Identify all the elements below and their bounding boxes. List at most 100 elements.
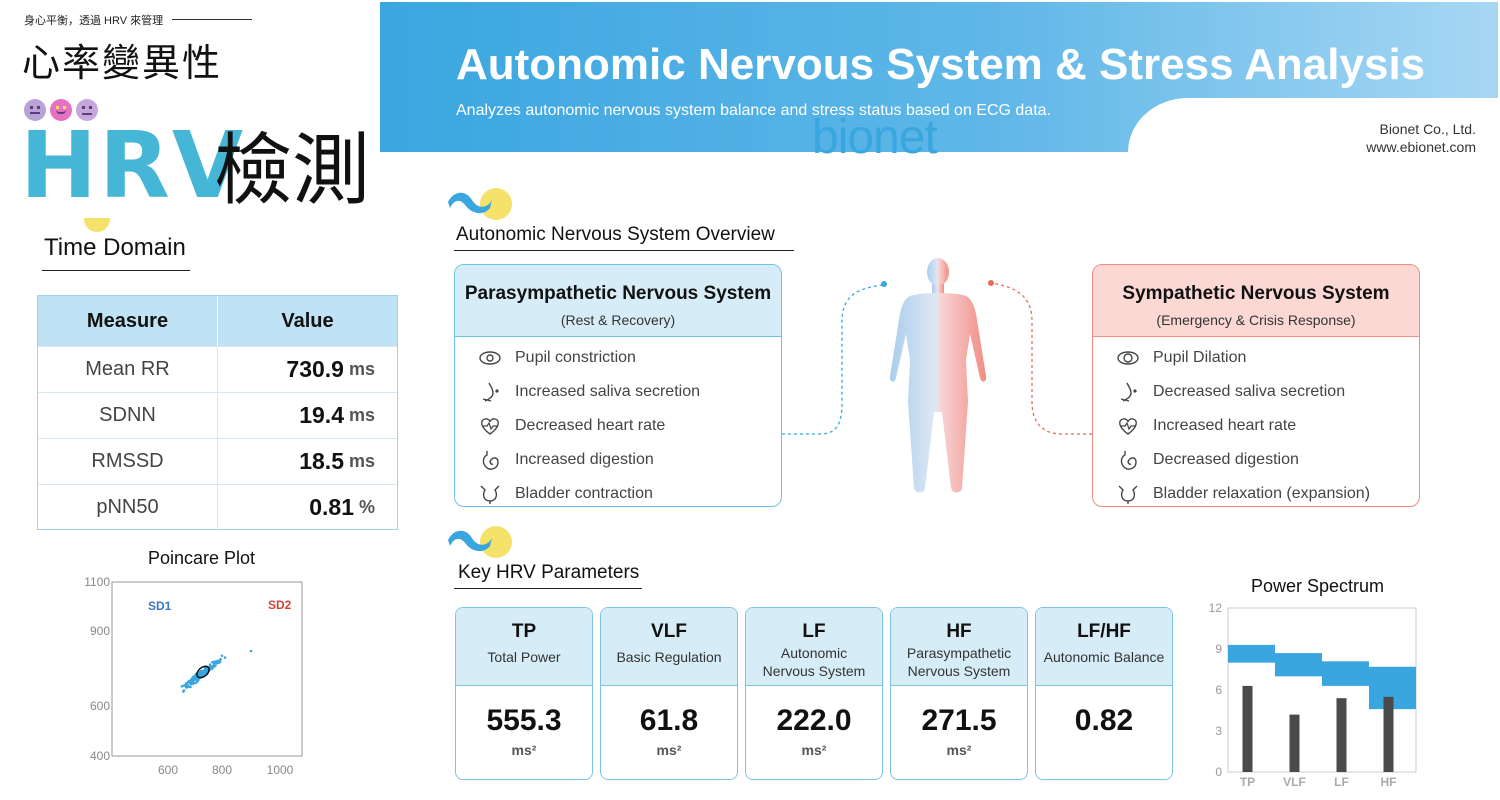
list-item: Increased digestion — [455, 443, 781, 477]
band-segment — [1275, 653, 1322, 677]
company-info: Bionet Co., Ltd. www.ebionet.com — [1366, 120, 1476, 156]
bar-series — [1242, 685, 1394, 772]
parasympathetic-box: Parasympathetic Nervous System (Rest & R… — [454, 264, 782, 507]
x-tick-label: VLF — [1283, 775, 1306, 789]
bladder-icon — [477, 483, 503, 505]
cjk-title: 心率變異性 — [22, 41, 223, 85]
scatter-point — [182, 689, 186, 692]
happy-face-icon — [50, 99, 72, 121]
param-unit: ms² — [946, 742, 972, 758]
scatter-point — [189, 682, 193, 686]
scatter-point — [217, 661, 220, 665]
list-item: Increased heart rate — [1093, 409, 1419, 443]
scatter-point — [214, 660, 218, 664]
page-title: Autonomic Nervous System & Stress Analys… — [456, 40, 1426, 89]
list-item: Decreased saliva secretion — [1093, 375, 1419, 409]
param-desc: Autonomic Balance — [1043, 649, 1165, 665]
list-item: Bladder contraction — [455, 477, 781, 506]
list-item: Pupil constriction — [455, 341, 781, 375]
sympathetic-list: Pupil Dilation Decreased saliva secretio… — [1093, 337, 1419, 506]
scatter-point — [209, 664, 212, 668]
param-name: VLF — [651, 621, 687, 642]
scatter-point — [218, 659, 221, 662]
time-domain-underline — [42, 270, 190, 271]
bionet-logo: bionet — [812, 110, 938, 165]
page-subtitle: Analyzes autonomic nervous system balanc… — [456, 102, 1051, 119]
stomach-icon — [1115, 449, 1141, 471]
y-tick: 900 — [90, 624, 110, 638]
measure-cell: RMSSD — [38, 439, 218, 484]
list-item: Increased saliva secretion — [455, 375, 781, 409]
y-tick: 600 — [90, 699, 110, 713]
company-website: www.ebionet.com — [1366, 139, 1476, 155]
company-name: Bionet Co., Ltd. — [1379, 121, 1476, 137]
param-card-header: TP Total Power — [456, 608, 592, 686]
param-card-vlf: VLF Basic Regulation 61.8 ms² — [600, 607, 738, 780]
sympathetic-subtitle: (Emergency & Crisis Response) — [1156, 312, 1356, 328]
param-value: 222.0 — [776, 704, 852, 737]
mood-faces — [24, 99, 98, 121]
scatter-point — [194, 681, 198, 685]
list-item: Decreased digestion — [1093, 443, 1419, 477]
parasympathetic-list: Pupil constriction Increased saliva secr… — [455, 337, 781, 506]
spectrum-bar — [1336, 698, 1347, 772]
param-value: 0.82 — [1074, 704, 1134, 737]
y-tick: 400 — [90, 749, 110, 763]
kicker-text: 身心平衡，透過 HRV 來管理 — [24, 15, 164, 27]
kicker-divider — [172, 19, 252, 20]
eye-icon — [1115, 347, 1141, 369]
sd2-label: SD2 — [268, 598, 292, 612]
param-unit: ms² — [801, 742, 827, 758]
param-name: HF — [946, 621, 972, 642]
spectrum-bar — [1242, 685, 1253, 772]
overview-title: Autonomic Nervous System Overview — [456, 224, 775, 245]
parasympathetic-subtitle: (Rest & Recovery) — [560, 312, 676, 328]
symp-connector-dot — [988, 280, 994, 286]
hrv-wordmark: HRV — [20, 112, 246, 219]
scatter-point — [201, 669, 205, 672]
sd1-label: SD1 — [148, 599, 172, 613]
saliva-icon — [477, 381, 503, 403]
param-value: 61.8 — [639, 704, 699, 737]
scatter-point — [186, 683, 189, 687]
sympathetic-title: Sympathetic Nervous System — [1122, 283, 1390, 304]
table-row: pNN50 0.81% — [38, 484, 397, 530]
measure-cell: Mean RR — [38, 347, 218, 392]
para-connector — [782, 284, 885, 435]
param-card-tp: TP Total Power 555.3 ms² — [455, 607, 593, 780]
spectrum-bar — [1289, 714, 1300, 772]
x-tick-label: HF — [1381, 775, 1397, 789]
body-silhouette — [889, 258, 987, 493]
param-desc: Total Power — [487, 649, 561, 665]
sympathetic-box: Sympathetic Nervous System (Emergency & … — [1092, 264, 1420, 507]
heart-icon — [477, 415, 503, 437]
logo-text: bionet — [812, 111, 938, 164]
sympathetic-header: Sympathetic Nervous System (Emergency & … — [1093, 265, 1419, 337]
y-tick: 1100 — [84, 575, 110, 589]
poincare-title: Poincare Plot — [148, 548, 256, 568]
y-tick-label: 3 — [1215, 724, 1222, 738]
param-unit: ms² — [511, 742, 537, 758]
list-item: Decreased heart rate — [455, 409, 781, 443]
heart-icon — [1115, 415, 1141, 437]
scatter-point — [191, 675, 195, 679]
scatter-point — [199, 673, 203, 676]
parasympathetic-header: Parasympathetic Nervous System (Rest & R… — [455, 265, 781, 337]
scatter-point — [249, 649, 253, 653]
eye-icon — [477, 347, 503, 369]
scatter-point — [182, 684, 186, 687]
spectrum-bar — [1383, 696, 1394, 772]
sd-ellipse — [196, 665, 210, 679]
scatter-point — [186, 681, 190, 684]
power-spectrum-title: Power Spectrum — [1251, 576, 1385, 596]
x-tick: 800 — [212, 763, 232, 777]
scatter-point — [223, 656, 227, 659]
scatter-point — [180, 685, 184, 688]
